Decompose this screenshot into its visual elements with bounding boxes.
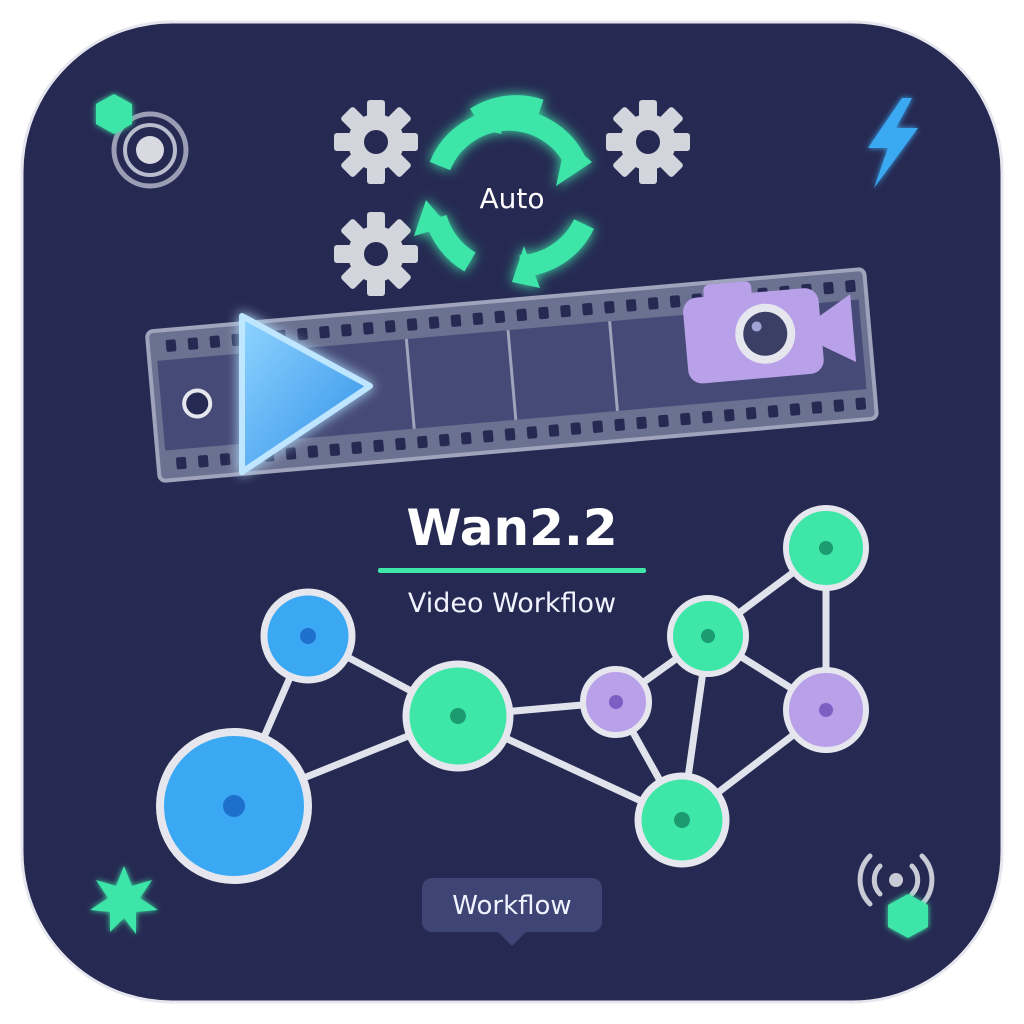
workflow-node[interactable] (634, 772, 730, 868)
signal-waves-icon (857, 853, 935, 907)
app-subtitle: Video Workflow (408, 588, 616, 619)
gear-icon (334, 212, 418, 296)
auto-label: Auto (479, 182, 544, 215)
gear-icon (334, 100, 418, 184)
workflow-node[interactable] (580, 666, 652, 738)
tooltip-label: Workflow (452, 891, 571, 921)
workflow-node[interactable] (260, 588, 356, 684)
target-icon (111, 111, 189, 189)
workflow-node[interactable] (402, 660, 514, 772)
refresh-cycle-icon (414, 95, 594, 288)
workflow-tooltip: Workflow (422, 878, 602, 946)
workflow-node[interactable] (783, 667, 869, 753)
workflow-node[interactable] (783, 505, 869, 591)
app-title: Wan2.2 (406, 499, 617, 557)
sparkle-icon (90, 866, 158, 934)
video-camera-icon (683, 281, 857, 384)
hexagon-icon (96, 94, 132, 134)
workflow-node[interactable] (667, 595, 749, 677)
play-icon[interactable] (239, 313, 373, 475)
lightning-icon (868, 98, 918, 188)
title-underline (378, 568, 646, 573)
record-dot-icon (182, 388, 213, 419)
gear-icon (606, 100, 690, 184)
workflow-node[interactable] (156, 728, 312, 884)
hexagon-icon (888, 894, 928, 938)
